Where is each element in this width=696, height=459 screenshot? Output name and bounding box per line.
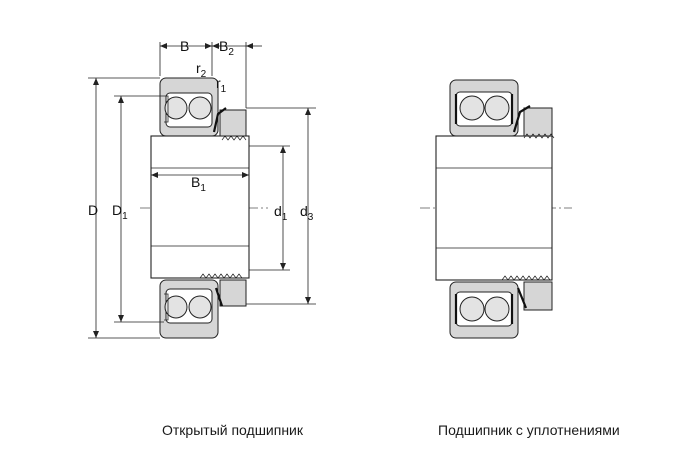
lower-bearing-section	[159, 279, 219, 339]
lock-nut-sealed-top	[512, 105, 555, 139]
label-D: D	[88, 202, 98, 218]
label-B1: B1	[191, 174, 206, 194]
label-r1: r1	[216, 75, 227, 95]
label-B2: B2	[219, 38, 234, 58]
lock-nut-sealed-bottom	[501, 275, 553, 311]
label-D1: D1	[112, 202, 128, 222]
open-bearing-view: B B2 r2 r1 D D1 B1 d1 d3	[88, 38, 316, 339]
caption-open-bearing: Открытый подшипник	[162, 422, 303, 438]
label-d3: d3	[300, 203, 314, 223]
lock-nut-top	[212, 107, 247, 141]
label-r2: r2	[196, 60, 207, 80]
upper-bearing-section	[159, 77, 219, 137]
lower-sealed-section	[449, 281, 519, 339]
sealed-bearing-view	[420, 79, 572, 339]
adapter-sleeve-sealed	[435, 135, 553, 281]
adapter-sleeve	[150, 135, 250, 279]
caption-sealed-bearing: Подшипник с уплотнениями	[438, 422, 620, 438]
lock-nut-bottom	[199, 273, 247, 307]
upper-sealed-section	[449, 79, 519, 137]
label-d1: d1	[274, 203, 288, 223]
label-B: B	[180, 38, 189, 54]
